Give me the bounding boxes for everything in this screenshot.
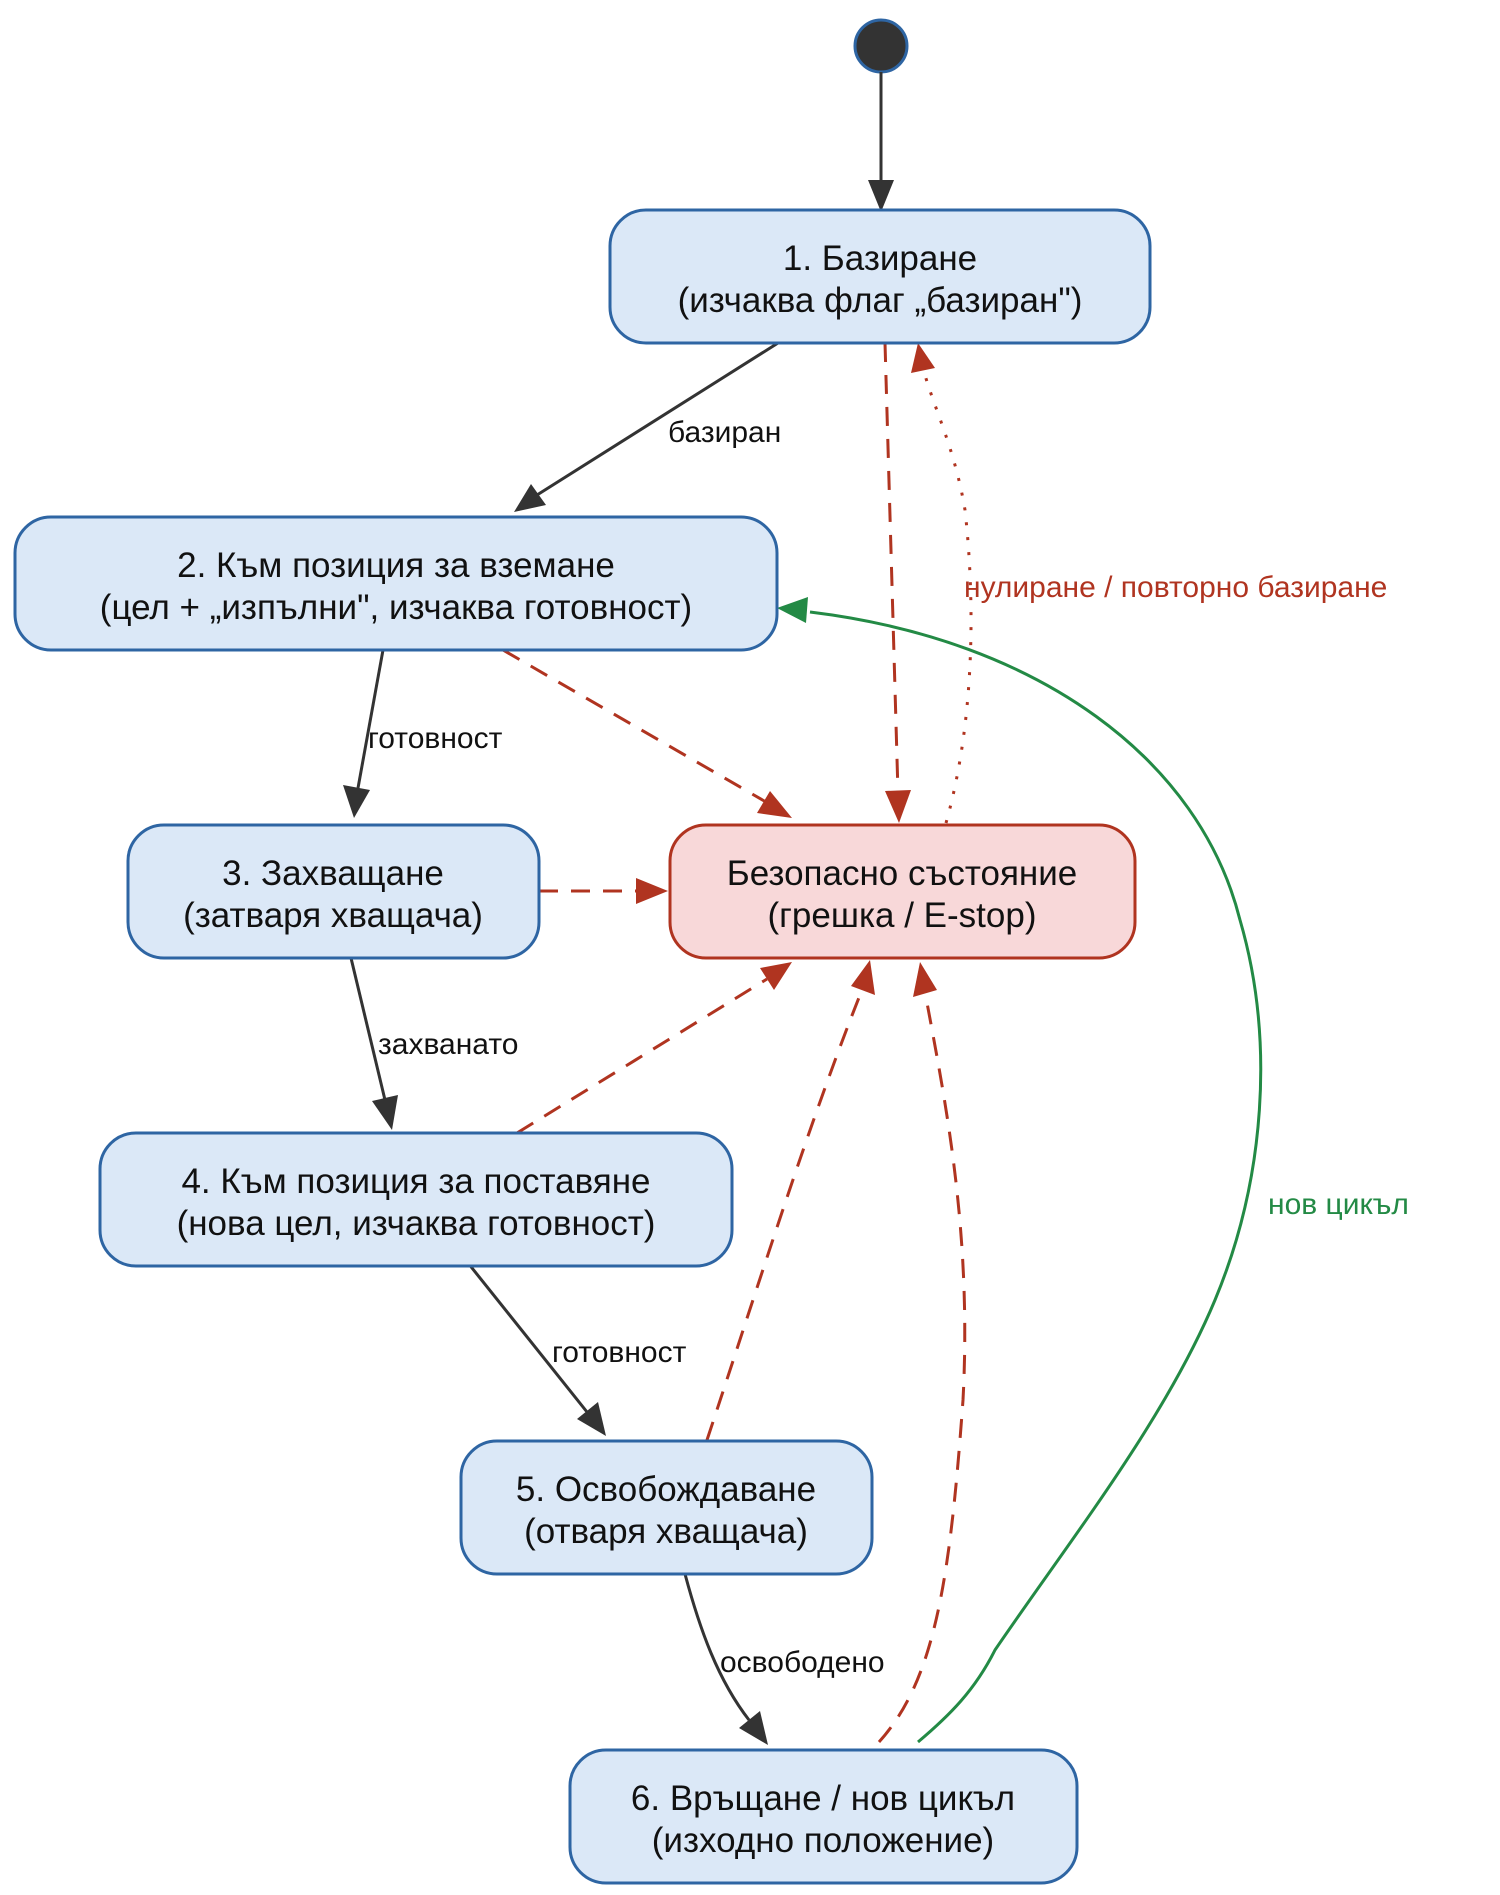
edge-s1-to-safe — [883, 342, 900, 794]
state-6-subtitle: (изходно положение) — [652, 1821, 994, 1860]
state-4-to-place: 4. Към позиция за поставяне (нова цел, и… — [98, 1131, 734, 1268]
arrowhead-safe-to-s1 — [911, 343, 935, 373]
initial-node — [853, 18, 909, 74]
state-4-title: 4. Към позиция за поставяне — [181, 1162, 650, 1201]
edge-label-s3-s4: захванато — [378, 1028, 518, 1061]
edge-label-safe-s1: нулиране / повторно базиране — [964, 571, 1387, 604]
arrowhead-s1-to-s2 — [514, 484, 546, 512]
state-safe-title: Безопасно състояние — [727, 854, 1078, 893]
state-1-subtitle: (изчаква флаг „базиран") — [678, 281, 1083, 320]
arrowhead-s2-to-s3 — [343, 785, 370, 818]
edge-s4-to-safe — [516, 977, 768, 1135]
edge-s1-to-s2 — [536, 341, 779, 497]
edge-s6-to-safe — [877, 991, 967, 1744]
arrowhead-s5-to-safe — [851, 960, 875, 995]
edge-s6-to-s2 — [809, 610, 1263, 1744]
edge-s2-to-safe — [502, 648, 767, 804]
edge-s3-to-s4 — [349, 957, 387, 1101]
arrowhead-s5-to-s6 — [739, 1711, 768, 1745]
edge-label-s6-s2: нов цикъл — [1268, 1188, 1409, 1221]
arrowhead-s2-to-safe — [757, 791, 792, 818]
state-2-subtitle: (цел + „изпълни", изчаква готовност) — [100, 588, 692, 627]
state-2-title: 2. Към позиция за вземане — [177, 546, 615, 585]
arrowhead-s3-to-safe — [636, 878, 668, 904]
state-3-grip: 3. Захващане (затваря хващача) — [126, 823, 541, 960]
edge-label-s1-s2: базиран — [668, 416, 781, 449]
state-3-subtitle: (затваря хващача) — [183, 896, 483, 935]
state-5-subtitle: (отваря хващача) — [524, 1512, 808, 1551]
arrowhead-s4-to-safe — [760, 962, 792, 990]
state-safe: Безопасно състояние (грешка / E-stop) — [668, 823, 1137, 960]
edge-s2-to-s3 — [356, 649, 385, 789]
edge-s4-to-s5 — [466, 1262, 589, 1413]
state-safe-subtitle: (грешка / E-stop) — [768, 896, 1037, 935]
edge-label-s5-s6: освободено — [720, 1646, 885, 1679]
state-1-homing: 1. Базиране (изчаква флаг „базиран") — [608, 208, 1152, 345]
edge-s5-to-safe — [705, 989, 864, 1441]
arrowhead-s6-to-s2 — [777, 597, 808, 623]
arrowhead-s1-to-safe — [885, 790, 911, 823]
state-4-subtitle: (нова цел, изчаква готовност) — [177, 1204, 656, 1243]
arrowhead-s6-to-safe — [913, 962, 937, 997]
edge-label-s4-s5: готовност — [552, 1336, 687, 1369]
state-5-title: 5. Освобождаване — [516, 1470, 816, 1509]
state-6-return: 6. Връщане / нов цикъл (изходно положени… — [568, 1748, 1079, 1885]
arrowhead-initial-to-s1 — [868, 180, 894, 212]
state-2-to-pick: 2. Към позиция за вземане (цел + „изпълн… — [13, 515, 779, 652]
arrowhead-s3-to-s4 — [372, 1095, 398, 1130]
edge-label-s2-s3: готовност — [368, 722, 503, 755]
edge-s5-to-s6 — [683, 1573, 751, 1721]
state-6-title: 6. Връщане / нов цикъл — [631, 1779, 1015, 1818]
state-5-release: 5. Освобождаване (отваря хващача) — [459, 1439, 874, 1576]
state-1-title: 1. Базиране — [783, 239, 977, 278]
arrowhead-s4-to-s5 — [577, 1402, 606, 1436]
state-3-title: 3. Захващане — [222, 854, 444, 893]
